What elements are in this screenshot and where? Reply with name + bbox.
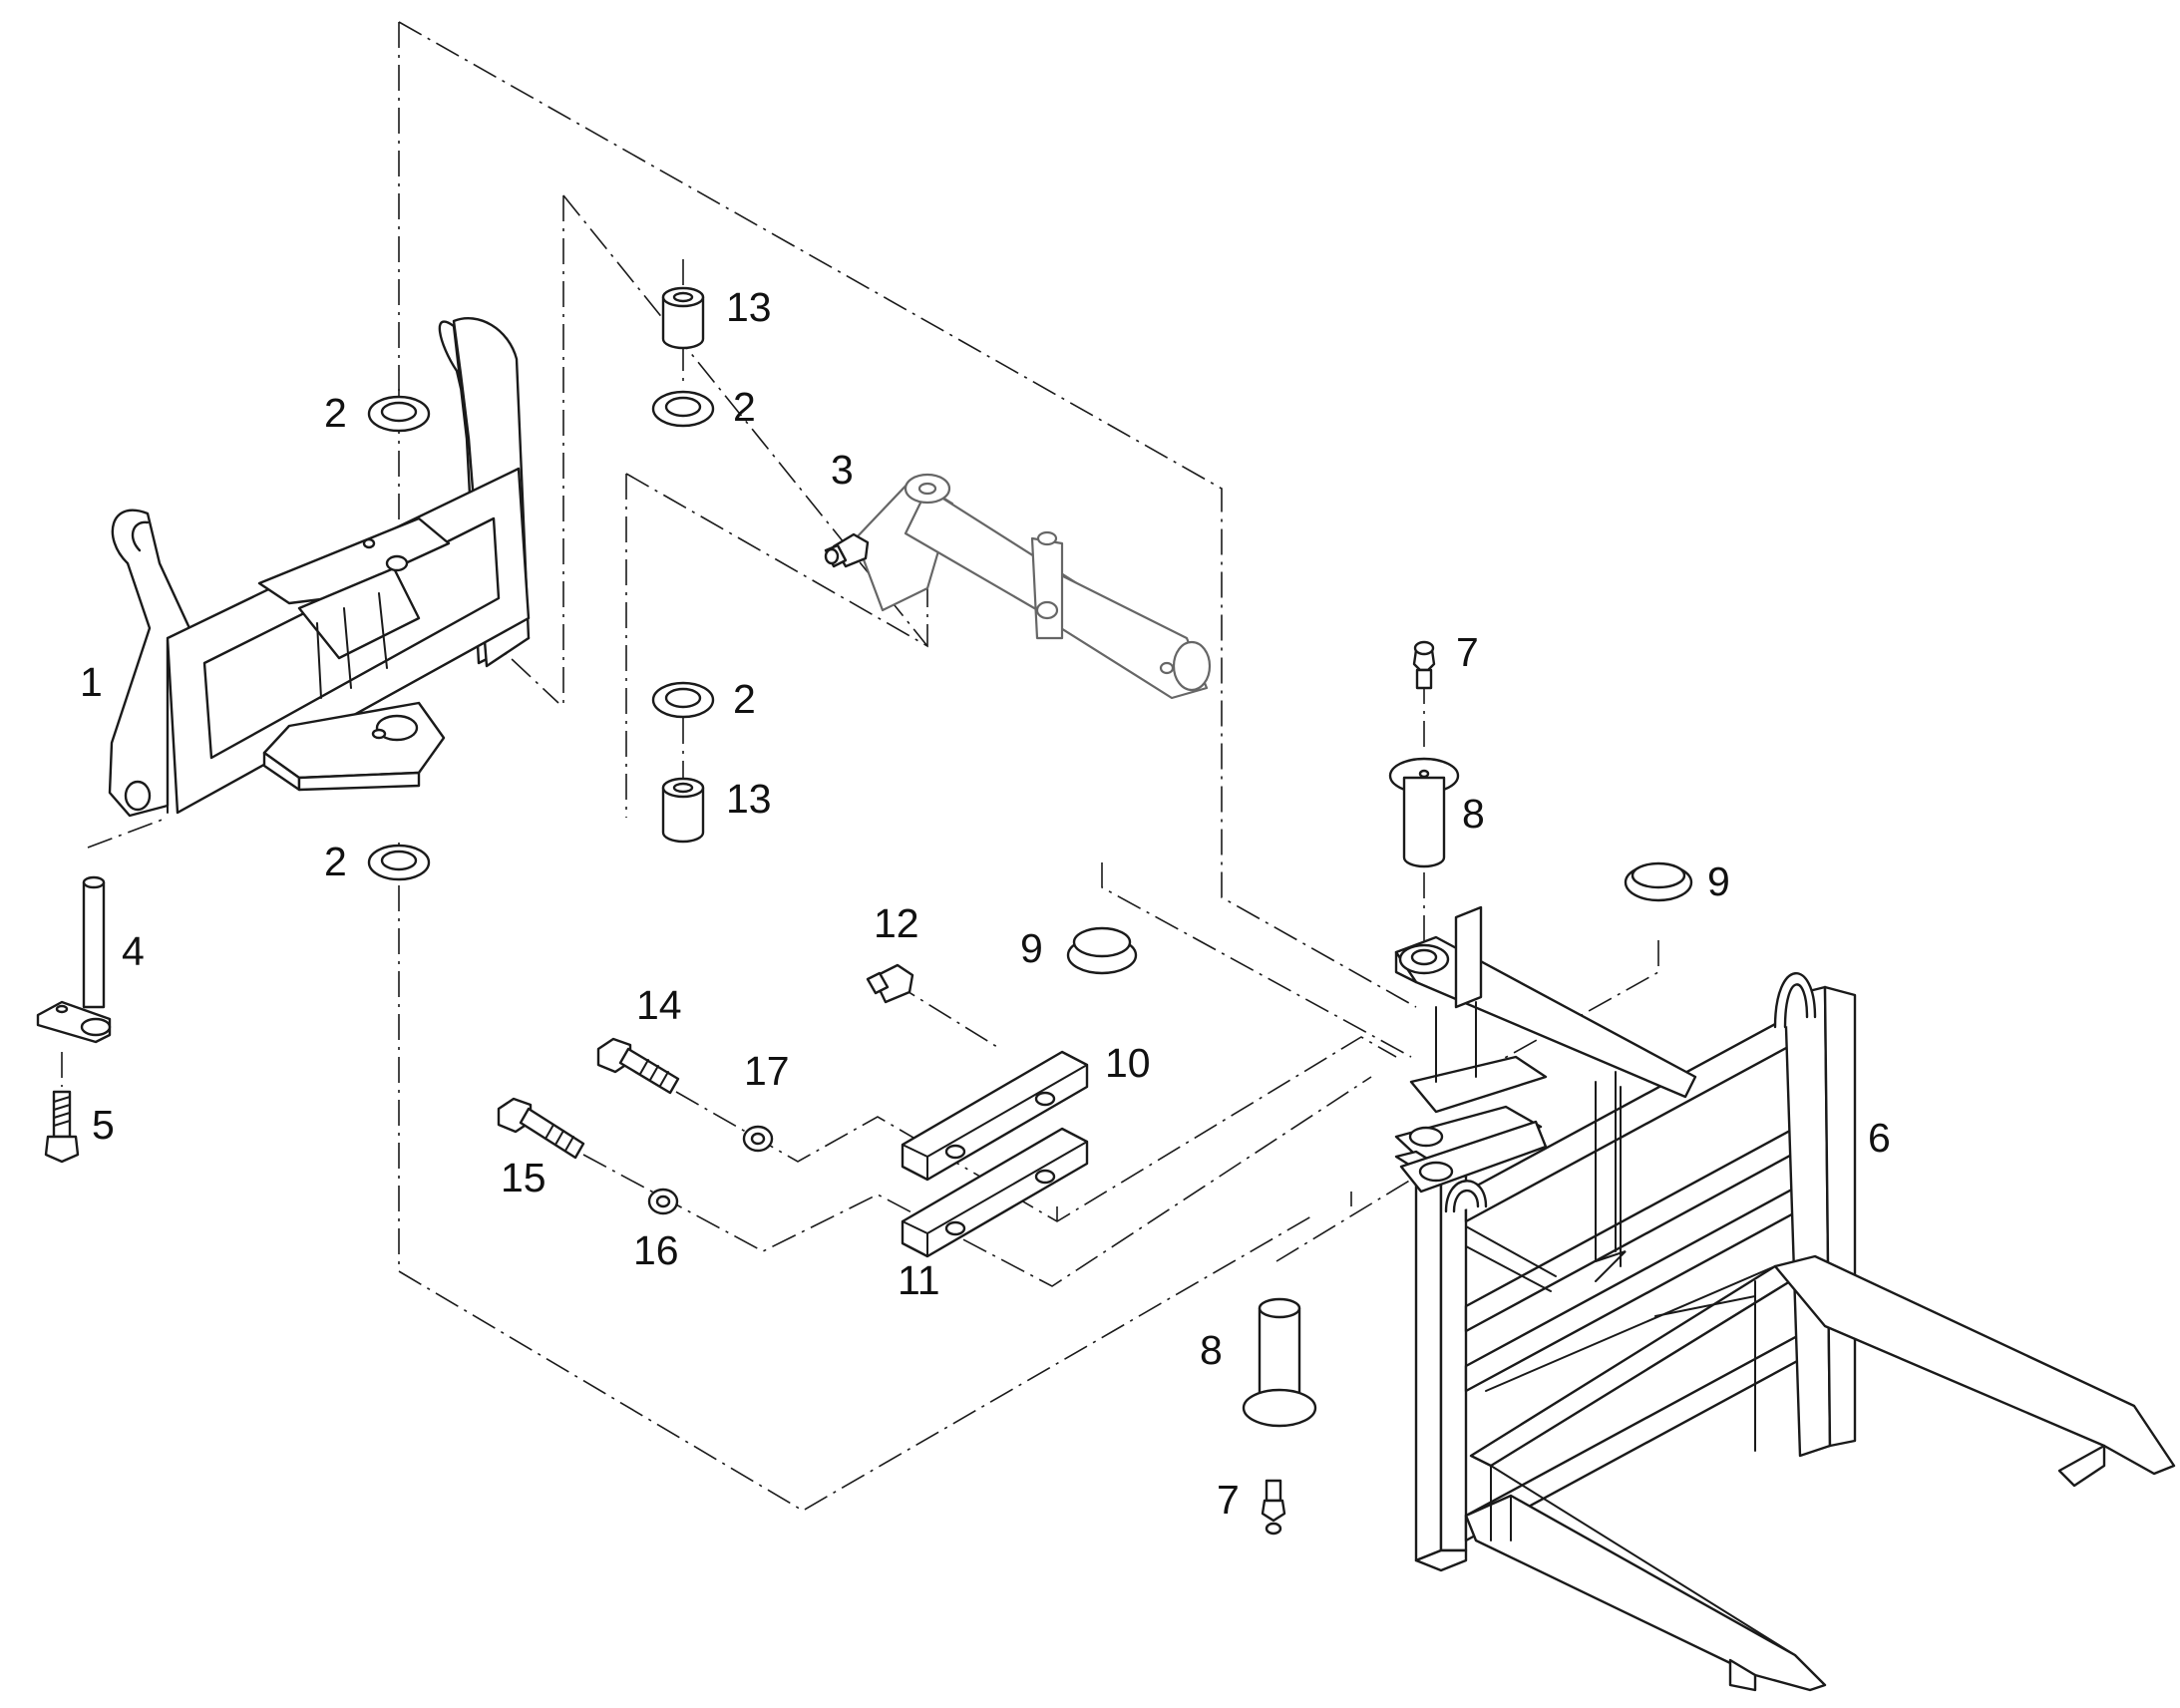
part-7-grease-nipples bbox=[1261, 640, 1436, 1536]
callout-14: 14 bbox=[636, 982, 682, 1028]
callout-1: 1 bbox=[80, 659, 103, 705]
callout-13-top: 13 bbox=[726, 284, 772, 330]
callout-9-left: 9 bbox=[1020, 925, 1043, 971]
part-1-coupler-frame bbox=[108, 317, 531, 818]
callout-9-right: 9 bbox=[1707, 858, 1730, 904]
part-3-cylinder bbox=[854, 473, 1212, 700]
part-2-washers bbox=[367, 390, 715, 881]
callout-5: 5 bbox=[92, 1102, 115, 1148]
callout-2-top-left: 2 bbox=[324, 390, 347, 436]
callout-10: 10 bbox=[1105, 1040, 1151, 1086]
callout-6: 6 bbox=[1868, 1115, 1891, 1161]
callout-2-top-right: 2 bbox=[733, 384, 756, 430]
callout-2-middle-right: 2 bbox=[733, 676, 756, 722]
callout-11: 11 bbox=[898, 1257, 940, 1303]
part-12-fitting bbox=[866, 963, 914, 1004]
part-5-bolt bbox=[44, 1090, 80, 1164]
callout-2-bottom-left: 2 bbox=[324, 839, 347, 884]
callout-13-bottom: 13 bbox=[726, 776, 772, 822]
callout-17: 17 bbox=[744, 1048, 790, 1094]
part-6-fork-frame bbox=[1394, 905, 2176, 1692]
part-4-pin bbox=[36, 875, 112, 1044]
part-15-bolt bbox=[497, 1097, 585, 1160]
part-14-bolt bbox=[596, 1037, 680, 1095]
part-9-rings bbox=[1066, 861, 1693, 975]
callout-12: 12 bbox=[874, 900, 919, 946]
callout-7-top: 7 bbox=[1456, 629, 1479, 675]
callout-7-bottom: 7 bbox=[1217, 1477, 1240, 1523]
callout-4: 4 bbox=[122, 928, 145, 974]
part-16-17-washers bbox=[647, 1125, 774, 1215]
callout-8-top: 8 bbox=[1462, 791, 1485, 837]
callout-3: 3 bbox=[831, 447, 854, 493]
callout-15: 15 bbox=[501, 1155, 546, 1200]
assembly-lines bbox=[61, 21, 1659, 1512]
callout-8-bottom: 8 bbox=[1200, 1327, 1223, 1373]
part-11-clamp bbox=[901, 1127, 1089, 1258]
part-8-pins bbox=[1242, 757, 1460, 1428]
part-3-grease-nipple bbox=[824, 532, 870, 568]
part-10-clamp bbox=[901, 1050, 1089, 1182]
callout-labels: 1 2 2 2 2 3 4 5 6 7 7 8 8 9 9 10 11 12 1… bbox=[80, 284, 1891, 1523]
callout-16: 16 bbox=[633, 1227, 679, 1273]
part-13-bushings bbox=[661, 286, 705, 844]
